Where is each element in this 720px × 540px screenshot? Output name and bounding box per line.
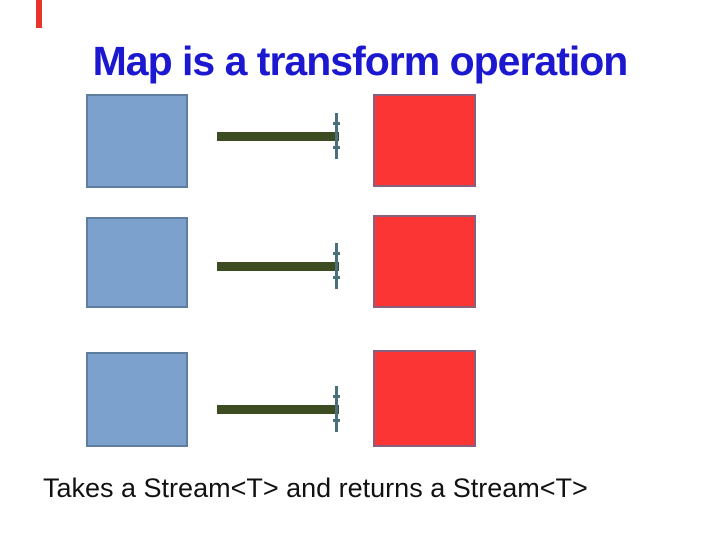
arrow-tipline	[335, 113, 338, 159]
arrow-shaft	[217, 132, 339, 141]
transform-arrow-icon-2	[217, 243, 340, 289]
arrow-shaft	[217, 262, 339, 271]
arrow-serif	[333, 276, 340, 279]
slide-caption: Takes a Stream<T> and returns a Stream<T…	[43, 473, 588, 503]
arrow-tipline	[335, 243, 338, 289]
arrow-serif	[333, 395, 340, 398]
result-square-2	[373, 215, 476, 308]
result-square-3	[373, 350, 476, 447]
arrow-tipline	[335, 386, 338, 432]
source-square-2	[86, 217, 188, 308]
transform-arrow-icon-1	[217, 113, 340, 159]
transform-arrow-icon-3	[217, 386, 340, 432]
arrow-serif	[333, 122, 340, 125]
arrow-serif	[333, 419, 340, 422]
slide-title: Map is a transform operation	[92, 38, 629, 84]
result-square-1	[373, 94, 476, 187]
source-square-3	[86, 352, 188, 447]
arrow-serif	[333, 252, 340, 255]
arrow-serif	[333, 146, 340, 149]
source-square-1	[86, 94, 188, 188]
corner-red-mark	[36, 0, 42, 28]
arrow-shaft	[217, 405, 339, 414]
